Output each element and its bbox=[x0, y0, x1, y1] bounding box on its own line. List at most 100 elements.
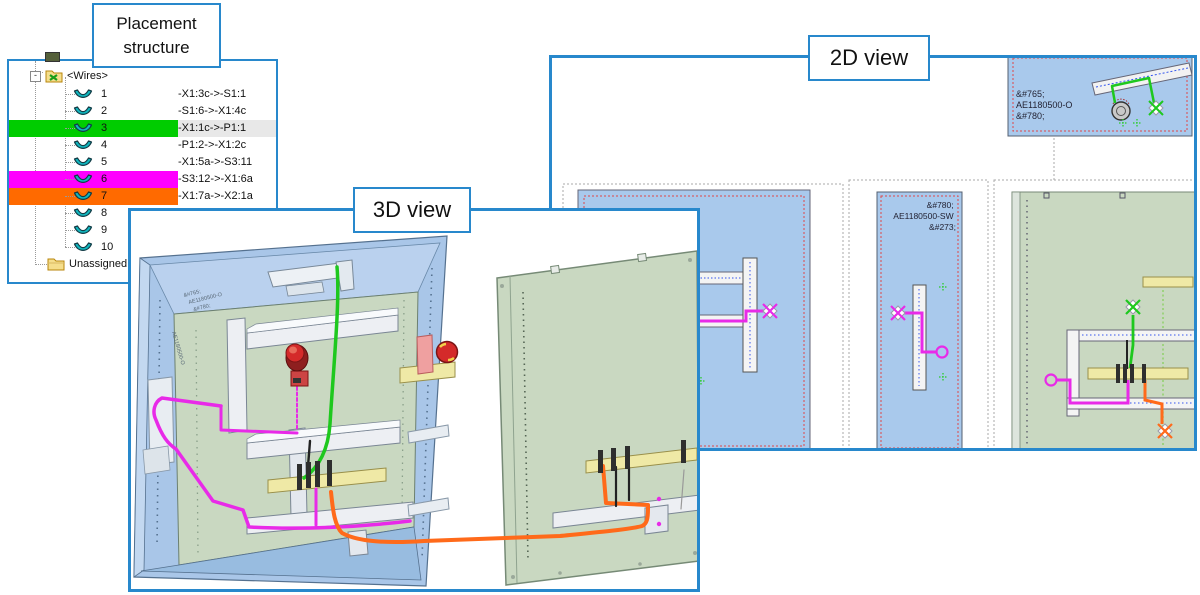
wire-connection-label[interactable]: -S3:12->-X1:6a bbox=[178, 173, 253, 185]
tree-node-wires[interactable]: - <Wires> bbox=[9, 68, 178, 85]
3d-view-label: 3D view bbox=[353, 187, 471, 233]
placement-area-outline bbox=[1012, 58, 1188, 132]
wire-icon bbox=[73, 225, 93, 236]
wire-icon bbox=[73, 208, 93, 219]
tree-guide-stub bbox=[65, 196, 75, 197]
tree-row-wire-1[interactable]: 1 bbox=[9, 86, 178, 103]
2d-container-middle bbox=[848, 179, 989, 448]
reference-cross bbox=[1133, 119, 1141, 127]
tree-guide-stub bbox=[65, 162, 75, 163]
wire-number: 5 bbox=[101, 156, 108, 168]
tree-guide-line bbox=[35, 61, 36, 263]
wire-icon bbox=[73, 242, 93, 253]
reference-cross bbox=[1119, 119, 1127, 127]
wire-icon bbox=[73, 123, 93, 134]
wire-icon bbox=[73, 191, 93, 202]
wire-6-magenta-3d[interactable] bbox=[152, 396, 412, 530]
wire-connection-label[interactable]: -X1:5a->-S3:11 bbox=[178, 156, 253, 168]
reference-cross bbox=[939, 373, 947, 381]
2d-container-left bbox=[562, 183, 844, 448]
plate-edge-flange bbox=[1011, 191, 1021, 448]
2d-view-label: 2D view bbox=[808, 35, 930, 81]
tree-row-wire-2[interactable]: 2 bbox=[9, 103, 178, 120]
terminal-block bbox=[1116, 364, 1120, 383]
tree-row-wire-9[interactable]: 9 bbox=[9, 222, 178, 239]
tree-row-wire-10[interactable]: 10 bbox=[9, 239, 178, 256]
wire-number: 6 bbox=[101, 173, 108, 185]
wires-folder-icon bbox=[45, 68, 63, 83]
routing-point bbox=[656, 521, 662, 527]
terminal-blocks bbox=[297, 440, 686, 490]
3d-scene: &#765; AE1180500-O &#780; AE1180500-O bbox=[133, 235, 697, 587]
wire-number: 7 bbox=[101, 190, 108, 202]
mounting-hole-column bbox=[522, 291, 529, 561]
wire-connection-label[interactable]: -X1:7a->-X2:1a bbox=[178, 190, 253, 202]
cable-duct-vertical bbox=[226, 317, 248, 434]
wire-endpoint-circle bbox=[935, 345, 949, 359]
terminal-block bbox=[1123, 364, 1127, 383]
tree-node-label: Unassigned bbox=[69, 258, 128, 270]
wall-shelf-bracket bbox=[407, 424, 450, 444]
hinge-tab bbox=[637, 252, 648, 263]
wire-number: 4 bbox=[101, 139, 108, 151]
wire-endpoint-circle bbox=[1044, 373, 1058, 387]
wire-number: 2 bbox=[101, 105, 108, 117]
wire-connection-label[interactable]: -X1:3c->-S1:1 bbox=[178, 88, 247, 100]
wire-3-green-2d[interactable] bbox=[1110, 76, 1156, 104]
wire-connection-label[interactable]: -S1:6->-X1:4c bbox=[178, 105, 247, 117]
wire-6-magenta-3d[interactable] bbox=[219, 404, 299, 435]
terminal-block bbox=[1142, 364, 1146, 383]
2d-panel-side-wall[interactable]: &#780; AE1180500-SW &#273; bbox=[876, 191, 963, 448]
wire-7-orange-2d[interactable] bbox=[1143, 380, 1164, 424]
wire-endpoint-marker-orange bbox=[1157, 423, 1173, 439]
tree-row-wire-4[interactable]: 4 bbox=[9, 137, 178, 154]
tree-row-wire-7[interactable]: 7 bbox=[9, 188, 178, 205]
tree-row-wire-5[interactable]: 5 bbox=[9, 154, 178, 171]
tree-node-unassigned[interactable]: Unassigned bbox=[9, 255, 178, 272]
wire-3-green-2d[interactable] bbox=[1128, 315, 1135, 369]
wire-6-magenta-2d[interactable] bbox=[903, 311, 937, 354]
2d-panel-mounting-plate[interactable] bbox=[1011, 191, 1194, 448]
tree-guide-stub bbox=[65, 179, 75, 180]
placement-structure-label-text: Placement structure bbox=[116, 13, 197, 57]
3d-view-panel[interactable]: &#765; AE1180500-O &#780; AE1180500-O bbox=[128, 208, 700, 592]
din-rail bbox=[1142, 276, 1194, 288]
tree-guide-stub bbox=[65, 247, 75, 248]
wire-number: 1 bbox=[101, 88, 108, 100]
wire-icon bbox=[73, 89, 93, 100]
wire-connection-label[interactable]: -P1:2->-X1:2c bbox=[178, 139, 247, 151]
routing-point bbox=[656, 496, 662, 502]
tree-row-wire-6[interactable]: 6 bbox=[9, 171, 178, 188]
panel-designation-text: &#780; AE1180500-SW &#273; bbox=[893, 200, 956, 232]
tree-guide-stub bbox=[65, 111, 75, 112]
tree-node-label: <Wires> bbox=[67, 70, 108, 82]
wire-7-orange-3d[interactable] bbox=[329, 464, 650, 545]
collapse-expander-icon[interactable]: - bbox=[30, 71, 41, 82]
door-mounting-plate[interactable] bbox=[496, 250, 697, 586]
tree-row-wire-3[interactable]: 3 bbox=[9, 120, 178, 137]
2d-panel-top-door[interactable]: &#765; AE1180500-O &#780; bbox=[1007, 58, 1193, 137]
side-component-box bbox=[416, 334, 434, 375]
cable-duct bbox=[552, 494, 697, 529]
tree-guide-stub bbox=[65, 213, 75, 214]
cable-duct bbox=[246, 501, 414, 535]
3d-view-label-text: 3D view bbox=[372, 197, 452, 222]
wall-shelf-bracket bbox=[407, 497, 450, 517]
round-component bbox=[1111, 101, 1131, 121]
placement-structure-label: Placement structure bbox=[92, 3, 221, 68]
estop-button-exterior bbox=[435, 340, 459, 364]
tree-row-wire-8[interactable]: 8 bbox=[9, 205, 178, 222]
cabinet-enclosure[interactable]: &#765; AE1180500-O &#780; AE1180500-O bbox=[133, 235, 459, 587]
wire-icon bbox=[73, 140, 93, 151]
wire-grey-3d bbox=[680, 469, 685, 510]
wire-number: 9 bbox=[101, 224, 108, 236]
hinge-tab bbox=[550, 264, 561, 275]
wire-icon bbox=[73, 106, 93, 117]
wire-6-magenta-2d[interactable] bbox=[1056, 378, 1130, 405]
wire-6-magenta-2d[interactable] bbox=[660, 309, 764, 323]
wire-connection-label[interactable]: -X1:1c->-P1:1 bbox=[178, 120, 276, 137]
estop-component[interactable] bbox=[285, 343, 309, 387]
wire-number: 8 bbox=[101, 207, 108, 219]
